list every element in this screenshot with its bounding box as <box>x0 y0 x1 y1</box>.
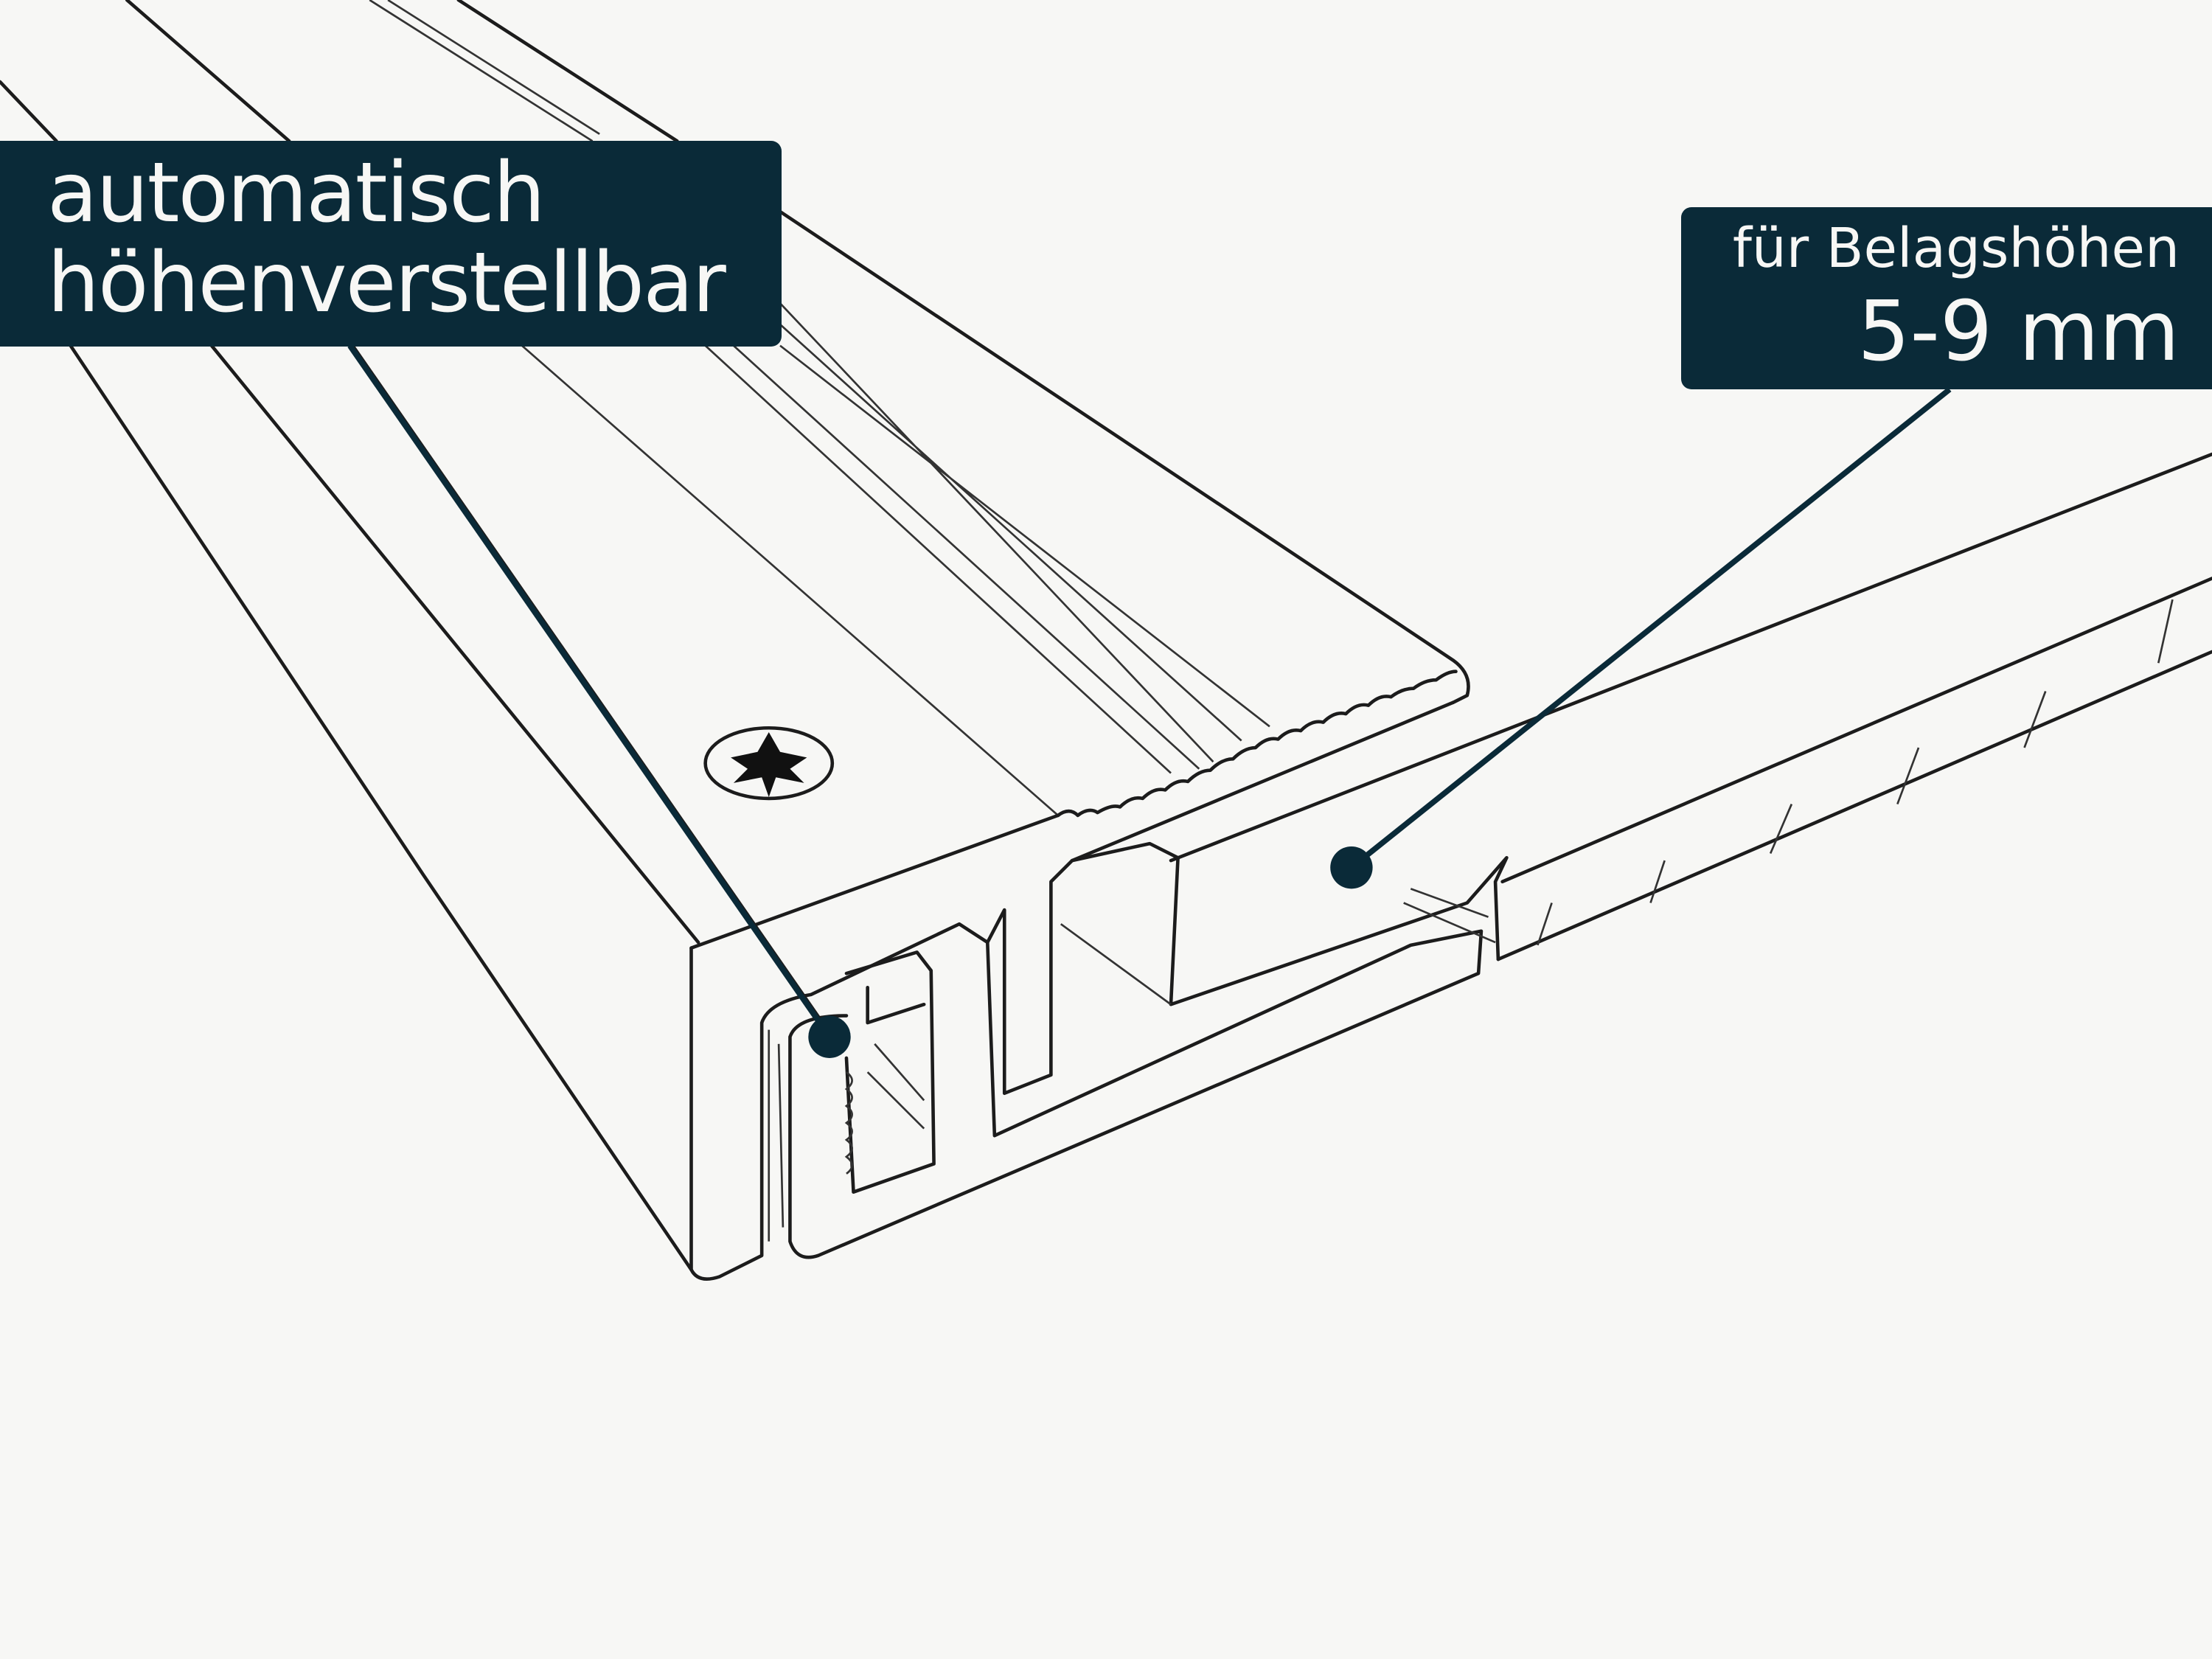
callout-right-line1: für Belagshöhen <box>1732 217 2180 280</box>
callout-left-line2: höhenverstellbar <box>47 235 726 331</box>
callout-label-covering-height: für Belagshöhen 5-9 mm <box>1681 207 2212 389</box>
callout-lines <box>347 344 1952 1058</box>
callout-dot-left <box>808 1015 851 1058</box>
callout-label-height-adjustable: automatisch höhenverstellbar <box>0 141 782 347</box>
floor-covering-board <box>1169 452 2212 961</box>
torx-screw-icon <box>703 726 835 801</box>
callout-dot-right <box>1330 846 1373 889</box>
callout-right-line2: 5-9 mm <box>1857 284 2180 380</box>
callout-left-line1: automatisch <box>47 145 546 241</box>
